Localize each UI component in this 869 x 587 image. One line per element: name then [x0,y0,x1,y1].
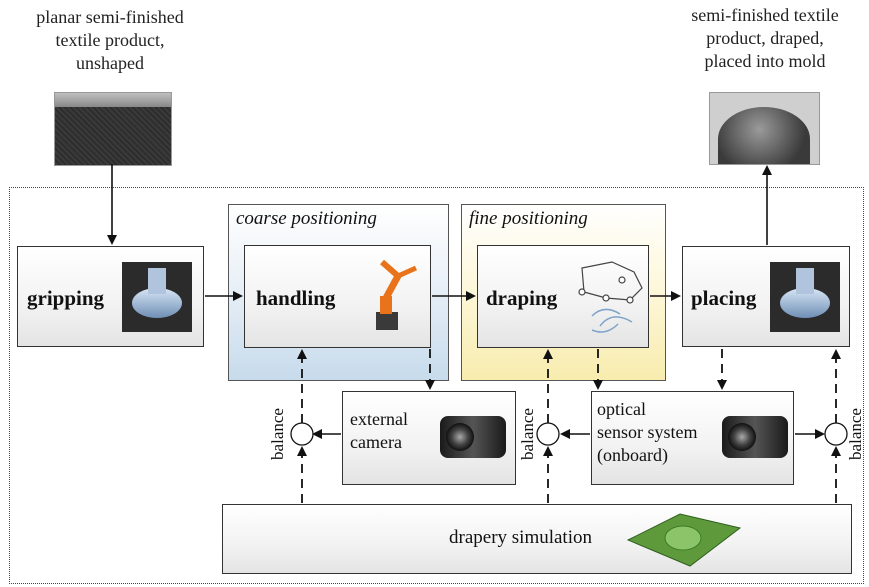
placing-label: placing [691,286,757,310]
handling-label: handling [256,286,336,310]
draped-textile-image [709,92,820,165]
drapery-simulation-label: drapery simulation [449,527,592,548]
output-caption: semi-finished textile product, draped, p… [691,5,839,71]
gripping-label: gripping [27,286,105,310]
unshaped-textile-image [54,92,172,166]
external-camera-icon [440,416,506,458]
coarse-positioning-label: coarse positioning [236,208,377,229]
drapery-simulation-box [222,504,852,574]
system-boundary [9,187,864,584]
placing-gripper-icon [770,262,840,332]
gripper-icon [122,262,192,332]
balance-node-middle [536,422,560,446]
draping-label: draping [486,286,558,310]
fine-positioning-label: fine positioning [469,208,588,229]
balance-node-right [824,422,848,446]
optical-sensor-icon [722,416,788,458]
input-caption: planar semi-finished textile product, un… [36,7,184,73]
external-camera-label: external camera [350,409,408,452]
balance-node-left [290,422,314,446]
optical-sensor-label: optical sensor system (onboard) [597,399,698,465]
